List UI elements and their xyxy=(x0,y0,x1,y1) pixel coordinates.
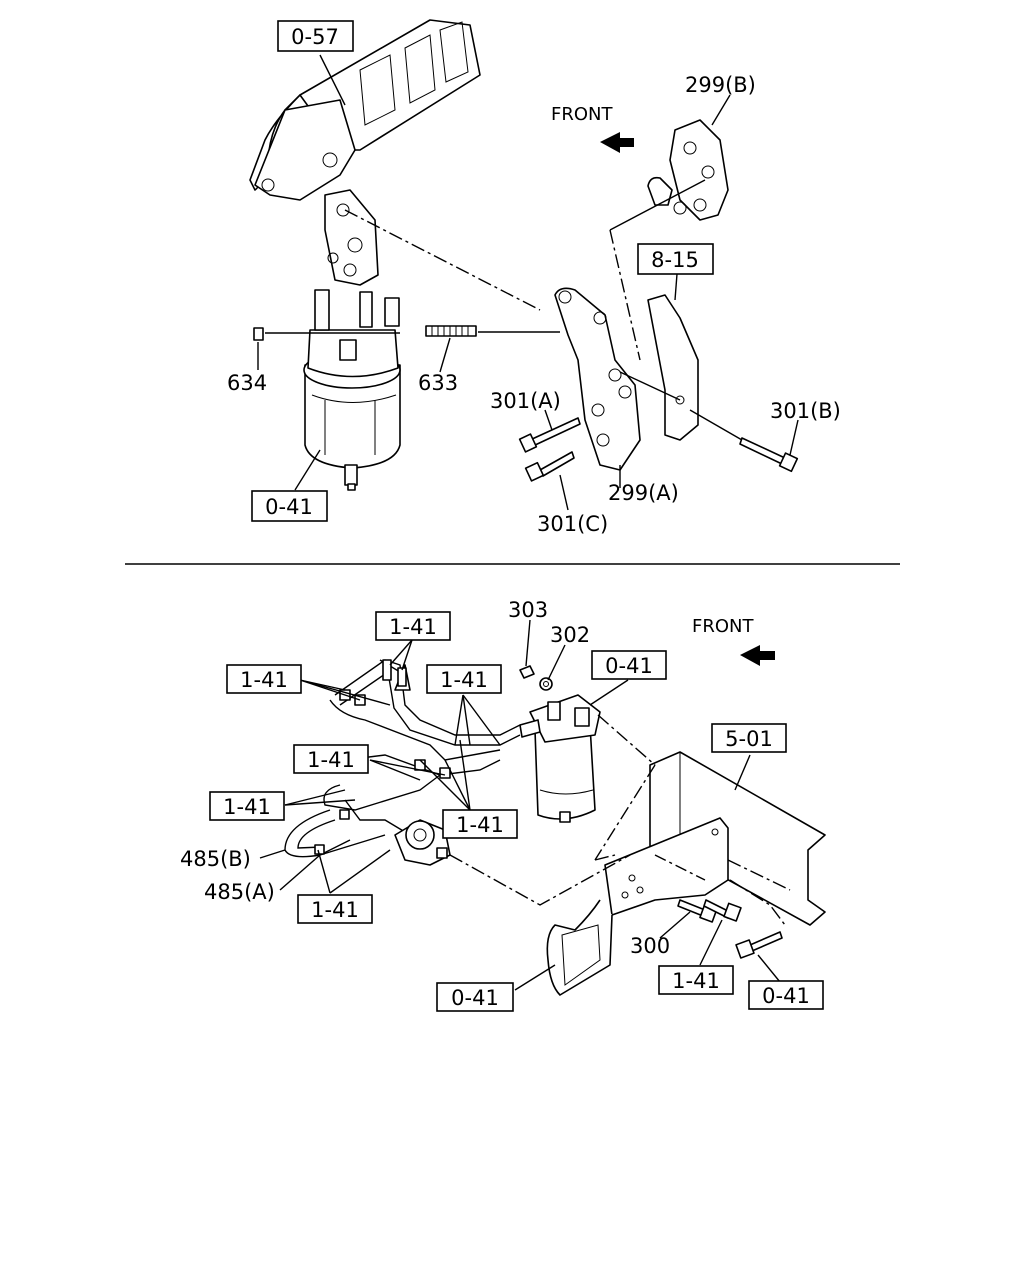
part-300-label: 300 xyxy=(630,934,670,958)
ref-041-top-label: 0-41 xyxy=(265,495,313,519)
bolt-301a-drawing xyxy=(518,417,581,453)
ref-501[interactable]: 5-01 xyxy=(711,723,787,753)
ref-041-c[interactable]: 0-41 xyxy=(748,980,824,1010)
front-arrow-top: FRONT xyxy=(551,104,634,153)
bracket-299a-drawing xyxy=(554,287,641,471)
priming-pump-drawing xyxy=(394,819,451,866)
ref-141-e[interactable]: 1-41 xyxy=(209,791,285,821)
ref-141-b-label: 1-41 xyxy=(240,668,288,692)
engine-housing-drawing xyxy=(249,19,481,286)
part-299b-label: 299(B) xyxy=(685,73,756,97)
top-assembly: FRONT xyxy=(227,19,841,536)
bottom-assembly: FRONT xyxy=(180,598,826,1012)
front-label-bottom: FRONT xyxy=(692,616,754,637)
part-485b-label: 485(B) xyxy=(180,847,251,871)
ref-141-b[interactable]: 1-41 xyxy=(226,664,302,694)
front-arrow-top-icon xyxy=(600,132,634,153)
washer-302-drawing xyxy=(539,677,553,691)
ref-141-f-label: 1-41 xyxy=(456,813,504,837)
ref-141-c-label: 1-41 xyxy=(440,668,488,692)
plug-634-drawing xyxy=(253,327,264,341)
ref-141-f[interactable]: 1-41 xyxy=(442,809,518,839)
ref-141-e-label: 1-41 xyxy=(223,795,271,819)
ref-141-h-label: 1-41 xyxy=(672,969,720,993)
part-485a-label: 485(A) xyxy=(204,880,275,904)
ref-041-b-label: 0-41 xyxy=(451,986,499,1010)
part-303-label: 303 xyxy=(508,598,548,622)
ref-141-d-label: 1-41 xyxy=(307,748,355,772)
ref-141-d[interactable]: 1-41 xyxy=(293,744,369,774)
bracket-815-drawing xyxy=(647,294,699,441)
ref-041-c-label: 0-41 xyxy=(762,984,810,1008)
ref-815[interactable]: 8-15 xyxy=(637,243,714,275)
ref-141-a[interactable]: 1-41 xyxy=(375,611,451,641)
bolt-041-drawing xyxy=(735,931,783,959)
ref-141-h[interactable]: 1-41 xyxy=(658,965,734,995)
part-302-label: 302 xyxy=(550,623,590,647)
filter-bracket-drawing xyxy=(546,817,729,996)
ref-041-b[interactable]: 0-41 xyxy=(436,982,514,1012)
fuel-filter-bottom-drawing xyxy=(519,694,601,823)
ref-041-a-label: 0-41 xyxy=(605,654,653,678)
nut-303-drawing xyxy=(519,665,535,679)
bolt-301c-drawing xyxy=(524,451,575,482)
top-leader-lines xyxy=(257,54,799,511)
ref-141-a-label: 1-41 xyxy=(389,615,437,639)
gasket-633-drawing xyxy=(425,325,477,337)
front-arrow-bottom-icon xyxy=(740,645,775,666)
ref-141-c[interactable]: 1-41 xyxy=(426,664,502,694)
bottom-routing-lines xyxy=(449,714,791,926)
part-301a-label: 301(A) xyxy=(490,389,561,413)
part-633-label: 633 xyxy=(418,371,458,395)
bottom-leader-lines xyxy=(259,619,781,991)
part-301b-label: 301(B) xyxy=(770,399,841,423)
ref-057[interactable]: 0-57 xyxy=(277,20,354,52)
front-arrow-bottom: FRONT xyxy=(692,616,775,666)
ref-141-g[interactable]: 1-41 xyxy=(297,894,373,924)
part-299a-label: 299(A) xyxy=(608,481,679,505)
bolt-301b-drawing xyxy=(739,437,799,473)
bolt-141-drawing xyxy=(703,899,742,922)
part-634-label: 634 xyxy=(227,371,267,395)
part-301c-label: 301(C) xyxy=(537,512,608,536)
ref-815-label: 8-15 xyxy=(651,248,699,272)
ref-501-label: 5-01 xyxy=(725,727,773,751)
ref-141-g-label: 1-41 xyxy=(311,898,359,922)
bracket-299b-drawing xyxy=(647,119,729,221)
ref-041-top[interactable]: 0-41 xyxy=(251,490,328,522)
ref-057-label: 0-57 xyxy=(291,25,339,49)
front-label-top: FRONT xyxy=(551,104,613,125)
fuel-filter-top-drawing xyxy=(303,289,401,491)
ref-041-a[interactable]: 0-41 xyxy=(591,650,667,680)
